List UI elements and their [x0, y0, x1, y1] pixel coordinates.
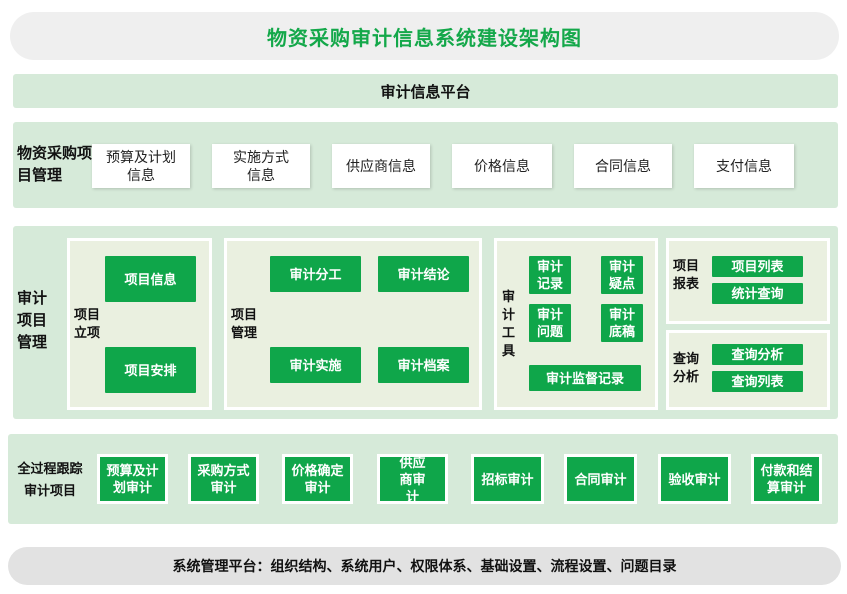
budget-plan-info: 预算及计划信息	[92, 144, 190, 188]
procurement-label: 物资采购项目管理	[17, 145, 93, 184]
procurement-method-audit[interactable]: 采购方式审计	[188, 454, 259, 504]
project-manage-label: 项目管理	[231, 307, 258, 340]
project-setup-label: 项目立项	[74, 307, 101, 340]
audit-mgmt-label: 审计项目管理	[17, 290, 48, 351]
tracking-label: 全过程跟踪 审计项目	[12, 458, 88, 502]
audit-conclusion-button[interactable]: 审计结论	[378, 256, 469, 292]
diagram-title: 物资采购审计信息系统建设架构图	[10, 12, 839, 60]
price-info: 价格信息	[452, 144, 552, 188]
audit-workpaper-button[interactable]: 审计底稿	[601, 304, 643, 342]
query-analysis-label: 查询分析	[673, 351, 700, 384]
supplier-info: 供应商信息	[332, 144, 430, 188]
audit-issue-button[interactable]: 审计问题	[529, 304, 571, 342]
payment-settlement-audit[interactable]: 付款和结算审计	[751, 454, 822, 504]
implementation-method-info: 实施方式信息	[212, 144, 310, 188]
audit-division-button[interactable]: 审计分工	[270, 256, 361, 292]
contract-info: 合同信息	[574, 144, 672, 188]
price-determination-audit[interactable]: 价格确定审计	[282, 454, 353, 504]
audit-tools-label: 审计工具	[502, 289, 516, 358]
query-list-button[interactable]: 查询列表	[712, 371, 803, 392]
tracking-label-line1: 全过程跟踪	[17, 461, 83, 476]
project-schedule-button[interactable]: 项目安排	[105, 347, 196, 393]
budget-plan-audit[interactable]: 预算及计划审计	[97, 454, 168, 504]
audit-archive-button[interactable]: 审计档案	[378, 347, 469, 383]
audit-doubt-button[interactable]: 审计疑点	[601, 256, 643, 294]
system-management-platform: 系统管理平台：组织结构、系统用户、权限体系、基础设置、流程设置、问题目录	[8, 547, 841, 585]
project-report-label: 项目报表	[673, 258, 700, 291]
audit-info-platform: 审计信息平台	[13, 74, 838, 108]
contract-audit[interactable]: 合同审计	[564, 454, 637, 504]
query-analysis-button[interactable]: 查询分析	[712, 344, 803, 365]
query-analysis-panel	[666, 330, 830, 410]
payment-info: 支付信息	[694, 144, 794, 188]
project-list-button[interactable]: 项目列表	[712, 256, 803, 277]
acceptance-audit[interactable]: 验收审计	[658, 454, 731, 504]
bidding-audit[interactable]: 招标审计	[471, 454, 544, 504]
audit-supervision-record-button[interactable]: 审计监督记录	[529, 365, 641, 391]
project-info-button[interactable]: 项目信息	[105, 256, 196, 302]
project-report-panel	[666, 238, 830, 324]
audit-implementation-button[interactable]: 审计实施	[270, 347, 361, 383]
audit-record-button[interactable]: 审计记录	[529, 256, 571, 294]
supplier-audit[interactable]: 供应商审计	[377, 454, 448, 504]
stat-query-button[interactable]: 统计查询	[712, 283, 803, 304]
tracking-label-line2: 审计项目	[23, 483, 76, 498]
